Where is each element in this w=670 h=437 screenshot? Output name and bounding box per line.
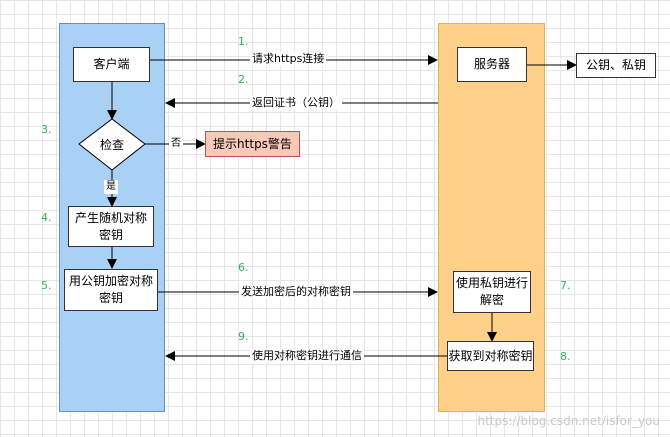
keys-label: 公钥、私钥 (585, 58, 646, 72)
warn-box: 提示https警告 (205, 131, 300, 157)
step-7: 7. (560, 279, 571, 292)
decrypt-line-1: 使用私钥进行 (455, 276, 528, 290)
edge-yes-label: 是 (104, 180, 118, 194)
encrypt-box: 用公钥加密对称 密钥 (64, 269, 158, 311)
edge-send-key-label: 发送加密后的对称密钥 (239, 285, 353, 299)
watermark: https://blog.csdn.net/isfor_you (477, 414, 661, 428)
step-9: 9. (238, 330, 249, 343)
gen-key-line-2: 密钥 (98, 227, 123, 242)
server-box: 服务器 (457, 47, 527, 82)
encrypt-line-2: 密钥 (98, 291, 123, 305)
encrypt-line-1: 用公钥加密对称 (68, 274, 153, 288)
warn-label: 提示https警告 (213, 136, 292, 151)
check-diamond (78, 118, 146, 171)
encrypt-label: 用公钥加密对称 密钥 (69, 273, 153, 307)
edge-communicate-label: 使用对称密钥进行通信 (250, 349, 364, 363)
edge-no-label: 否 (169, 137, 183, 151)
gen-key-label: 产生随机对称 密钥 (75, 210, 147, 244)
gen-key-box: 产生随机对称 密钥 (68, 206, 154, 247)
decrypt-label: 使用私钥进行 解密 (456, 275, 528, 309)
step-8: 8. (560, 350, 571, 363)
decrypt-line-2: 解密 (479, 293, 504, 307)
check-label: 检查 (99, 138, 124, 152)
step-2: 2. (238, 73, 249, 86)
obtain-key-box: 获取到对称密钥 (447, 341, 534, 371)
edge-request-label: 请求https连接 (250, 52, 327, 66)
step-6: 6. (238, 261, 249, 274)
step-1: 1. (238, 35, 249, 48)
gen-key-line-1: 产生随机对称 (74, 210, 147, 225)
client-label: 客户端 (93, 57, 130, 71)
decrypt-box: 使用私钥进行 解密 (453, 271, 531, 313)
keys-box: 公钥、私钥 (576, 53, 656, 78)
step-5: 5. (41, 279, 52, 292)
server-label: 服务器 (473, 57, 510, 71)
obtain-key-label: 获取到对称密钥 (448, 348, 533, 363)
client-box: 客户端 (73, 47, 150, 82)
step-4: 4. (41, 211, 52, 224)
edge-certificate-label: 返回证书（公钥） (250, 96, 342, 110)
step-3: 3. (41, 123, 52, 136)
